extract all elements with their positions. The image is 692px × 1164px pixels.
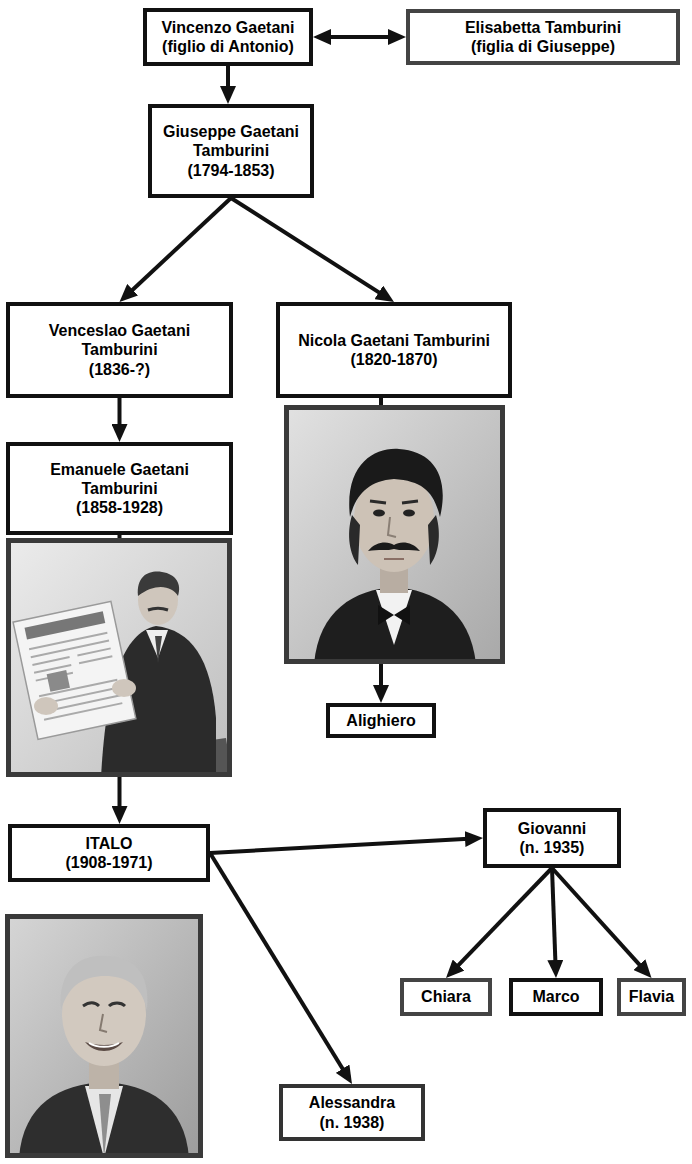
person-dates: (1820-1870) (286, 350, 502, 369)
person-name: ITALO (18, 834, 200, 853)
person-name: Vincenzo Gaetani (153, 18, 303, 37)
descent-arrow (552, 868, 556, 968)
descent-arrow (453, 868, 552, 971)
descent-arrow (210, 853, 347, 1075)
person-box: Alessandra(n. 1938) (279, 1084, 425, 1141)
person-box: Vincenzo Gaetani(figlio di Antonio) (143, 8, 313, 66)
descent-arrow (118, 398, 122, 432)
person-name: Giuseppe Gaetani Tamburini (158, 122, 304, 160)
person-name: Giovanni (493, 819, 611, 838)
person-dates: (1858-1928) (16, 498, 223, 517)
person-box: Marco (509, 978, 603, 1016)
portrait-photo (6, 538, 232, 777)
person-box: Flavia (617, 978, 686, 1016)
person-dates: (n. 1935) (493, 838, 611, 857)
person-box: Giovanni(n. 1935) (483, 808, 621, 868)
person-box: Giuseppe Gaetani Tamburini(1794-1853) (148, 104, 314, 198)
person-dates: (n. 1938) (289, 1113, 415, 1132)
person-box: ITALO(1908-1971) (8, 824, 210, 882)
person-name: Flavia (627, 987, 676, 1006)
person-dates: (1908-1971) (18, 853, 200, 872)
person-box: Elisabetta Tamburini(figlia di Giuseppe) (406, 9, 680, 65)
person-dates: (figlio di Antonio) (153, 37, 303, 56)
person-box: Chiara (400, 978, 492, 1016)
person-name: Nicola Gaetani Tamburini (286, 331, 502, 350)
person-name: Alighiero (336, 711, 426, 730)
person-box: Emanuele Gaetani Tamburini(1858-1928) (6, 442, 233, 535)
person-name: Elisabetta Tamburini (416, 18, 670, 37)
person-box: Nicola Gaetani Tamburini(1820-1870) (276, 302, 512, 398)
person-dates: (1794-1853) (158, 161, 304, 180)
person-dates: (1836-?) (16, 360, 223, 379)
descent-arrow (226, 66, 230, 94)
person-dates: (figlia di Giuseppe) (416, 37, 670, 56)
person-name: Alessandra (289, 1093, 415, 1112)
person-name: Emanuele Gaetani Tamburini (16, 460, 223, 498)
person-box: Alighiero (326, 703, 436, 738)
marriage-arrow (323, 35, 396, 39)
person-box: Venceslao Gaetani Tamburini(1836-?) (6, 302, 233, 398)
portrait-photo (284, 405, 505, 664)
descent-arrow (231, 198, 386, 297)
person-name: Venceslao Gaetani Tamburini (16, 321, 223, 359)
person-name: Chiara (410, 987, 482, 1006)
descent-arrow (210, 839, 473, 853)
person-name: Marco (519, 987, 593, 1006)
descent-arrow (552, 868, 645, 971)
portrait-photo (5, 914, 203, 1158)
descent-arrow (127, 198, 231, 295)
